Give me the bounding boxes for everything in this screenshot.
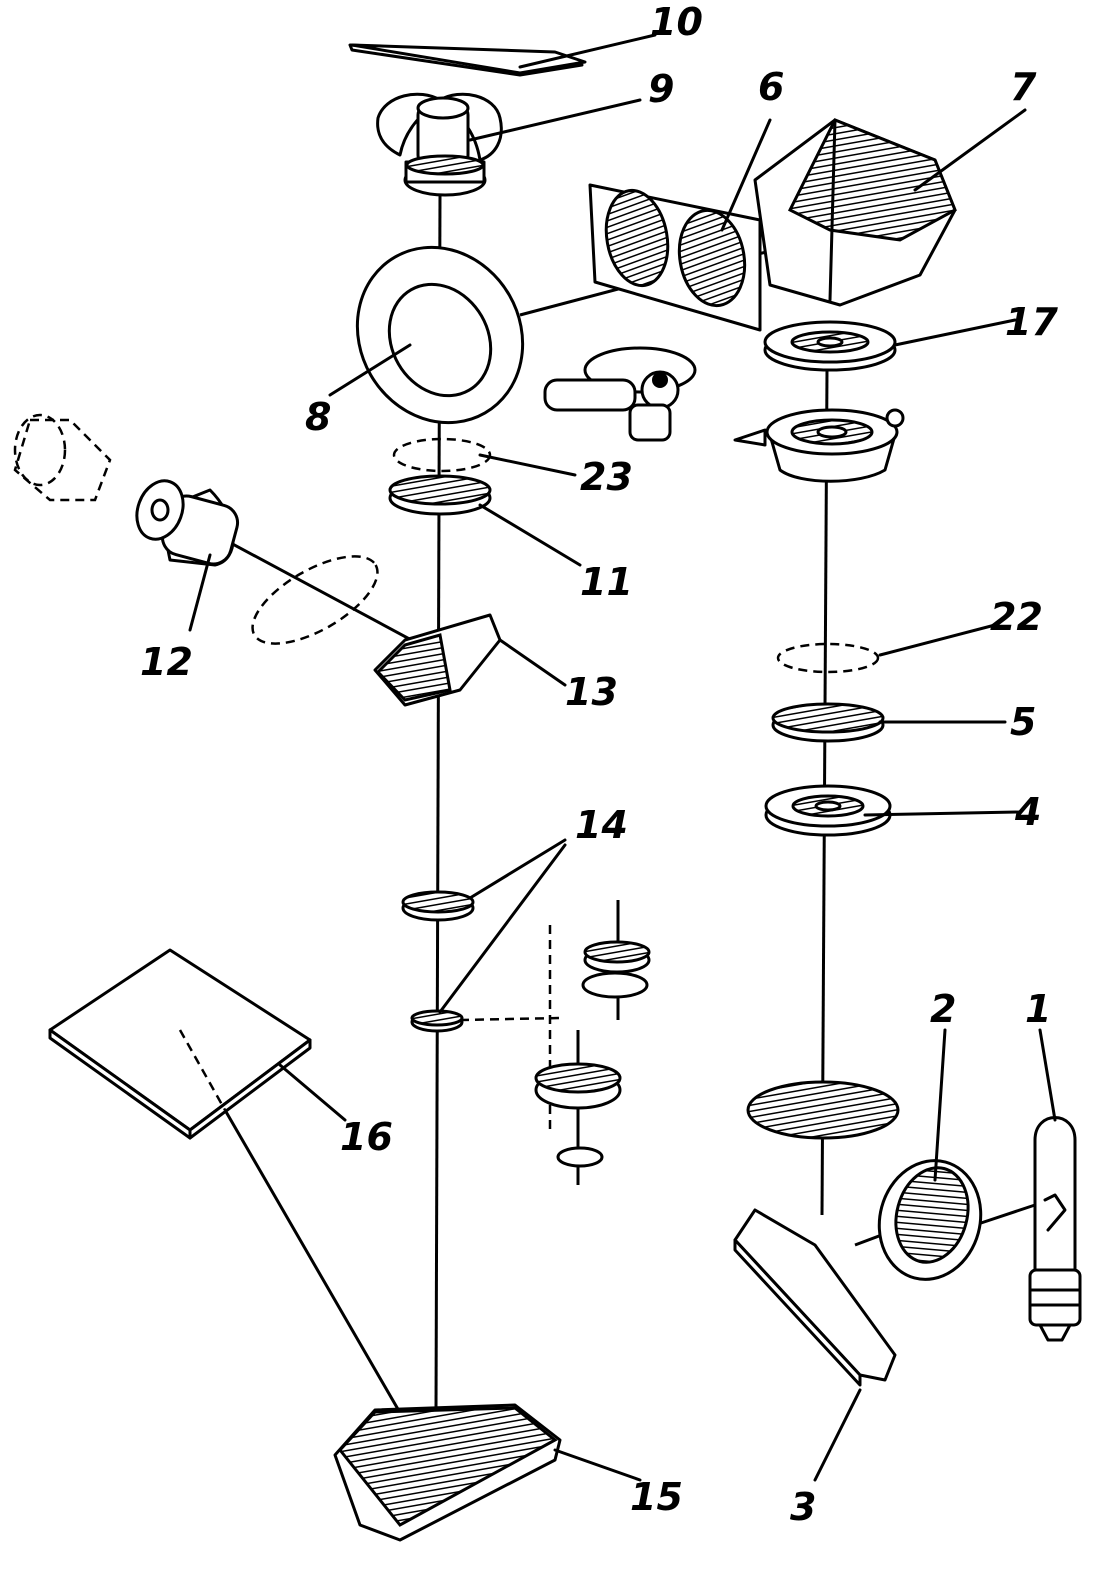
label-6: 6 xyxy=(758,65,784,109)
objective-9 xyxy=(376,92,503,197)
label-13: 13 xyxy=(565,670,618,714)
label-14: 14 xyxy=(575,803,628,847)
label-3: 3 xyxy=(790,1485,816,1529)
mirror-13 xyxy=(373,613,502,707)
aperture-4 xyxy=(764,784,892,837)
label-4: 4 xyxy=(1014,790,1041,834)
condenser-housing xyxy=(733,408,905,483)
tube-12 xyxy=(13,413,240,567)
lens-14-lower xyxy=(410,1009,464,1033)
plate-6 xyxy=(588,183,762,332)
lens-14-upper xyxy=(401,890,475,922)
prism-7 xyxy=(753,118,957,307)
leader-lines xyxy=(188,33,1057,1482)
label-15: 15 xyxy=(630,1475,683,1519)
label-8: 8 xyxy=(305,395,331,439)
mirror-15 xyxy=(333,1403,562,1542)
diaphragm-17 xyxy=(763,320,897,372)
label-10: 10 xyxy=(650,0,703,44)
collector-disc xyxy=(746,1080,900,1140)
label-11: 11 xyxy=(580,560,633,604)
label-23: 23 xyxy=(580,455,633,499)
beam-15-to-16 xyxy=(223,1109,412,1431)
lens-5 xyxy=(771,702,885,743)
filter-23 xyxy=(392,437,492,473)
dashed-window xyxy=(251,555,379,645)
mirror-3 xyxy=(733,1208,897,1387)
beam-14-to-lens-group xyxy=(459,1016,561,1022)
screen-16 xyxy=(48,948,312,1140)
label-17: 17 xyxy=(1005,300,1058,344)
label-9: 9 xyxy=(648,67,674,111)
label-2: 2 xyxy=(930,987,956,1031)
label-7: 7 xyxy=(1010,65,1037,109)
filter-22 xyxy=(776,642,880,674)
label-12: 12 xyxy=(140,640,193,684)
label-22: 22 xyxy=(990,595,1043,639)
lamp-1 xyxy=(1028,1116,1082,1342)
lens-2 xyxy=(877,1159,983,1281)
lens-11 xyxy=(388,474,492,516)
label-16: 16 xyxy=(340,1115,393,1159)
label-1: 1 xyxy=(1025,987,1051,1031)
ring-8 xyxy=(355,245,525,425)
focus-knob xyxy=(543,346,697,442)
lens-group xyxy=(534,900,651,1185)
beam-lens-2-to-lamp xyxy=(974,1203,1036,1227)
label-5: 5 xyxy=(1010,700,1036,744)
